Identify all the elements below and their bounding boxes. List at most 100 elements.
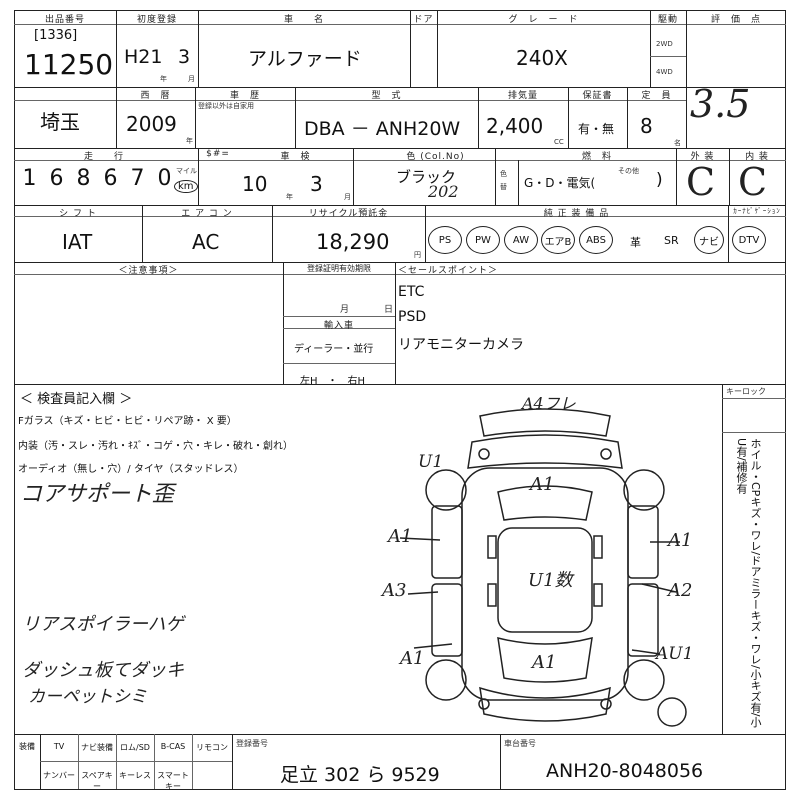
chassis-number: ANH20-8048056 (546, 760, 704, 782)
interior-grade: C (738, 160, 768, 204)
capacity-label: 定 員 (641, 91, 672, 101)
inspector-line-audio: オーディオ（無し・穴）/ タイヤ（スタッドレス） (18, 464, 244, 475)
aircon: AC (192, 230, 220, 254)
first-reg-year-unit: 年 (160, 75, 167, 83)
bottom-navi: ナビ装備 (81, 743, 113, 752)
equip-navi-badge: ナビ (694, 226, 724, 254)
region-label: 西 暦 (140, 91, 171, 101)
diagram-mark-a3: A3 (382, 580, 407, 601)
mileage-digit: 0 (157, 166, 172, 191)
mileage-digits: 1 6 8 6 7 0 (16, 166, 178, 200)
sales-point-1: ETC (398, 284, 425, 300)
inspection-month-unit: 月 (344, 193, 351, 201)
first-reg-label: 初度登録 (136, 15, 177, 25)
equip-aw-badge: AW (504, 226, 538, 254)
equip-airbag-badge: エアB (541, 226, 575, 254)
diagram-mark-u1-roof: U1数 (528, 570, 573, 591)
history-note: 登録以外は自家用 (198, 102, 254, 110)
exterior-label: 外 装 (690, 152, 715, 162)
equipment-label: 純 正 装 備 品 (543, 209, 610, 219)
bottom-number-plate: ナンバー (43, 771, 75, 780)
grade-label: グ レ ー ド (508, 15, 579, 25)
score-value: 3.5 (690, 82, 751, 126)
meter-label: $#= (206, 149, 230, 159)
inspection-year: 10 (242, 172, 268, 196)
import-handle: 左H ・ 右H (300, 376, 366, 387)
bottom-equip-label: 装備 (19, 742, 35, 751)
bottom-smart-key: スマートキー (157, 771, 189, 791)
hand-note-1: コアサポート歪 (20, 482, 175, 507)
hand-note-3: ダッシュ板てダッキ (22, 660, 184, 681)
bottom-bcas: B-CAS (160, 742, 186, 751)
bottom-radio: ロム/SD (120, 743, 150, 752)
warranty-label: 保証書 (582, 91, 613, 101)
drive-4wd: 4WD (656, 68, 673, 76)
chassis-number-label: 車台番号 (504, 739, 536, 748)
diagram-mark-a1-rear-left: A1 (400, 648, 425, 669)
prefecture: 埼玉 (40, 110, 80, 134)
sales-point-3: リアモニターカメラ (398, 337, 524, 353)
diagram-mark-top: A4フレ (522, 394, 576, 413)
hand-note-4: カーペットシミ (28, 687, 147, 707)
reg-expiry-label: 登録証明有効期限 (307, 264, 371, 273)
color-name: ブラック (396, 168, 457, 186)
fuel-label: 燃 料 (581, 152, 612, 162)
mileage-label: 走 行 (83, 152, 124, 162)
mileage-digit: 6 (49, 166, 64, 191)
car-name: アルファード (248, 48, 362, 70)
reg-number-label: 登録番号 (236, 739, 268, 748)
drive-label: 駆動 (657, 15, 678, 25)
bottom-tv: TV (53, 742, 65, 751)
grade: 240X (516, 46, 568, 70)
lot-sub: [1336] (34, 28, 78, 43)
capacity: 8 (640, 114, 653, 138)
color-code: 202 (428, 182, 459, 201)
diagram-mark-u1: U1 (418, 452, 444, 472)
color-change: 色替 (500, 170, 507, 191)
import-dealer: ディーラー・並行 (294, 344, 374, 355)
mileage-digit: 6 (103, 166, 118, 191)
equip-sr: SR (664, 234, 679, 247)
sales-point-2: PSD (398, 309, 427, 325)
displacement-unit: CC (554, 138, 564, 146)
import-label: 輸入車 (323, 321, 354, 331)
mileage-unit-mile: マイル (176, 167, 197, 175)
capacity-unit: 名 (674, 139, 681, 147)
car-name-label: 車 名 (283, 15, 324, 25)
ac-label: エ ア コ ン (181, 209, 233, 219)
equip-dtv-badge: DTV (732, 226, 766, 254)
interior-label: 内 装 (745, 152, 769, 162)
bottom-remocon: リモコン (196, 743, 228, 752)
model-year: 2009 (126, 112, 177, 136)
equip-abs-badge: ABS (579, 226, 613, 254)
inspector-line-glass: Fガラス（キズ・ヒビ・ヒビ・リペア跡・ X 要） (18, 416, 237, 427)
exterior-grade: C (686, 160, 716, 204)
notes-label: ＜注意事項＞ (118, 266, 179, 276)
car-diagram (399, 408, 687, 727)
reg-number: 足立 302 ら 9529 (280, 764, 440, 786)
displacement: 2,400 (486, 114, 544, 138)
inspection-month: 3 (310, 172, 323, 196)
diagram-mark-a1-rear: A1 (532, 652, 557, 673)
model-type: DBA － ANH20W (304, 118, 461, 140)
first-reg-era: H21 (124, 46, 163, 68)
type-label: 型 式 (371, 91, 402, 101)
fuel-close: ) (656, 170, 663, 190)
mileage-unit-km: km (174, 180, 198, 193)
keylock-label: キーロック (726, 387, 766, 396)
equip-leather: 革 (630, 236, 641, 249)
reg-day: 日 (384, 305, 394, 315)
door-label: ドア (413, 15, 434, 25)
score-label: 評 価 点 (710, 15, 761, 25)
inspector-line-interior: 内装（汚・スレ・汚れ・ｷｽﾞ・コゲ・穴・キレ・破れ・創れ） (18, 441, 293, 452)
color-label: 色 (Col.No) (406, 152, 465, 162)
mileage-digit: 8 (76, 166, 91, 191)
inspector-label: ＜ 検査員記入欄 ＞ (20, 392, 133, 407)
mileage-digit: 1 (22, 166, 37, 191)
recycle-unit: 円 (414, 251, 421, 259)
model-year-unit: 年 (186, 137, 193, 145)
chassis-label: 車 歴 (229, 91, 260, 101)
lot-label: 出品番号 (44, 15, 85, 25)
bottom-spare-key: スペアキー (81, 771, 113, 791)
hand-note-2: リアスポイラーハゲ (22, 614, 184, 635)
